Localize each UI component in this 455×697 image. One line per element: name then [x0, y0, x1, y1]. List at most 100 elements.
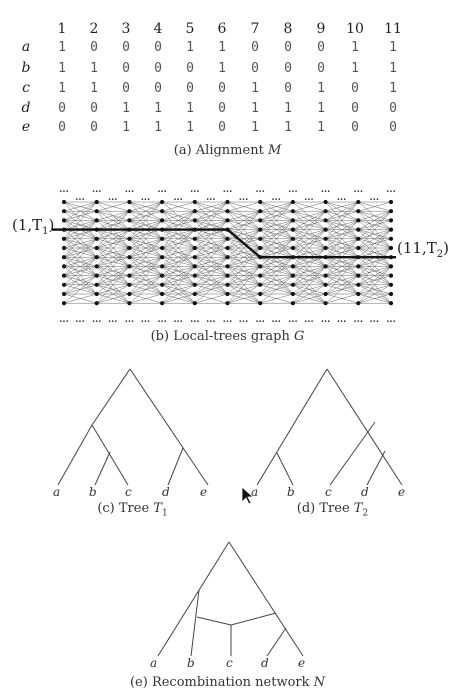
- alignment-cell: 0: [90, 101, 98, 116]
- alignment-cell: 0: [351, 120, 359, 135]
- graph-node: [127, 218, 132, 223]
- tree-t1-leaf-b: b: [89, 485, 97, 499]
- alignment-cell: 1: [284, 101, 292, 116]
- graph-node: [192, 236, 197, 241]
- graph-left-label: (1,T1): [12, 216, 54, 237]
- graph-node: [160, 199, 165, 205]
- graph-ellipsis: ...: [370, 315, 379, 325]
- graph-edge: [162, 247, 195, 258]
- alignment-cell: 0: [90, 120, 98, 135]
- graph-edge: [292, 247, 326, 276]
- alignment-column-header: 11: [384, 21, 402, 37]
- alignment-cell: 0: [251, 61, 259, 76]
- graph-node: [192, 199, 197, 205]
- graph-edge: [129, 201, 163, 239]
- tree-t2: a b c d e: [251, 368, 405, 499]
- graph-edge: [358, 247, 392, 258]
- graph-edge: [194, 275, 228, 295]
- graph-node: [160, 236, 165, 241]
- graph-edge: [260, 293, 293, 304]
- graph-edge: [63, 201, 97, 230]
- graph-edge: [129, 220, 163, 258]
- tree-t2-leaf-a: a: [251, 485, 258, 499]
- graph-edge: [96, 211, 130, 230]
- graph-edge: [292, 247, 326, 285]
- graph-node: [61, 218, 67, 223]
- graph-node: [61, 209, 67, 214]
- graph-edge: [358, 247, 392, 276]
- alignment-cell: 0: [154, 61, 162, 76]
- graph-node: [290, 209, 295, 214]
- alignment-cell: 0: [284, 40, 292, 55]
- network-leaf-d: d: [261, 656, 269, 670]
- graph-node: [323, 301, 328, 306]
- alignment-cell: 1: [351, 40, 359, 55]
- graph-edge: [161, 266, 195, 304]
- graph-node: [192, 273, 197, 278]
- graph-edge: [96, 211, 130, 239]
- graph-node: [323, 282, 328, 287]
- graph-node: [290, 227, 295, 232]
- alignment-cell: 0: [122, 81, 130, 96]
- graph-edge: [96, 247, 130, 276]
- tree-t1-leaf-d: d: [162, 485, 170, 499]
- graph-node: [388, 199, 394, 205]
- graph-edge: [194, 238, 228, 258]
- tree-t1-leaf-a: a: [53, 485, 60, 499]
- graph-edge: [292, 284, 326, 295]
- graph-node: [388, 227, 394, 232]
- graph-edge: [292, 229, 326, 240]
- graph-node: [356, 236, 361, 241]
- graph-node: [61, 301, 67, 306]
- graph-edge: [161, 266, 195, 295]
- graph-edge: [358, 266, 392, 285]
- graph-edge: [96, 229, 130, 267]
- graph-node: [323, 199, 328, 205]
- tree-t1-caption-text: (c) Tree: [97, 501, 154, 516]
- graph-node: [258, 199, 263, 205]
- graph-edge: [358, 266, 392, 295]
- graph-edge: [292, 284, 326, 304]
- graph-edge: [292, 211, 326, 230]
- graph-node: [225, 209, 230, 214]
- graph-ellipsis: ...: [92, 185, 101, 195]
- graph-edge: [194, 275, 228, 286]
- graph-node: [192, 218, 197, 223]
- tree-t1-leaf-e: e: [200, 485, 207, 499]
- graph-node: [388, 236, 394, 241]
- graph-node: [356, 227, 361, 232]
- graph-node: [160, 301, 165, 306]
- alignment-cell: 0: [351, 101, 359, 116]
- graph-edge: [96, 229, 130, 240]
- graph-ellipsis: ...: [239, 193, 248, 203]
- alignment-cell: 0: [284, 61, 292, 76]
- alignment-column-header: 4: [154, 21, 163, 37]
- graph-node: [192, 264, 197, 269]
- graph-edge: [260, 201, 294, 230]
- graph-node: [192, 227, 197, 232]
- graph-ellipsis: ...: [157, 185, 166, 195]
- graph-edge: [96, 293, 130, 304]
- alignment-cell: 0: [389, 101, 397, 116]
- graph-node: [290, 199, 295, 205]
- graph-ellipsis: ...: [59, 185, 68, 195]
- tree-t2-leaf-b: b: [287, 485, 295, 499]
- graph-edge: [325, 220, 359, 239]
- graph-node: [356, 273, 361, 278]
- graph-edge: [63, 256, 97, 267]
- graph-ellipsis: ...: [337, 315, 346, 325]
- graph-node: [258, 301, 263, 306]
- tree-t2-caption-text: (d) Tree: [296, 501, 354, 516]
- graph-node: [94, 273, 99, 278]
- graph-node: [94, 264, 99, 269]
- graph-edge: [358, 284, 392, 295]
- graph-edge: [161, 247, 195, 267]
- alignment-cell: 0: [154, 40, 162, 55]
- alignment-cell: 1: [90, 61, 98, 76]
- alignment-cell: 1: [389, 40, 397, 55]
- graph-caption-var: G: [294, 329, 305, 344]
- graph-node: [290, 218, 295, 223]
- graph-edge: [96, 266, 130, 304]
- alignment-cell: 1: [251, 81, 259, 96]
- graph-edge: [63, 275, 97, 304]
